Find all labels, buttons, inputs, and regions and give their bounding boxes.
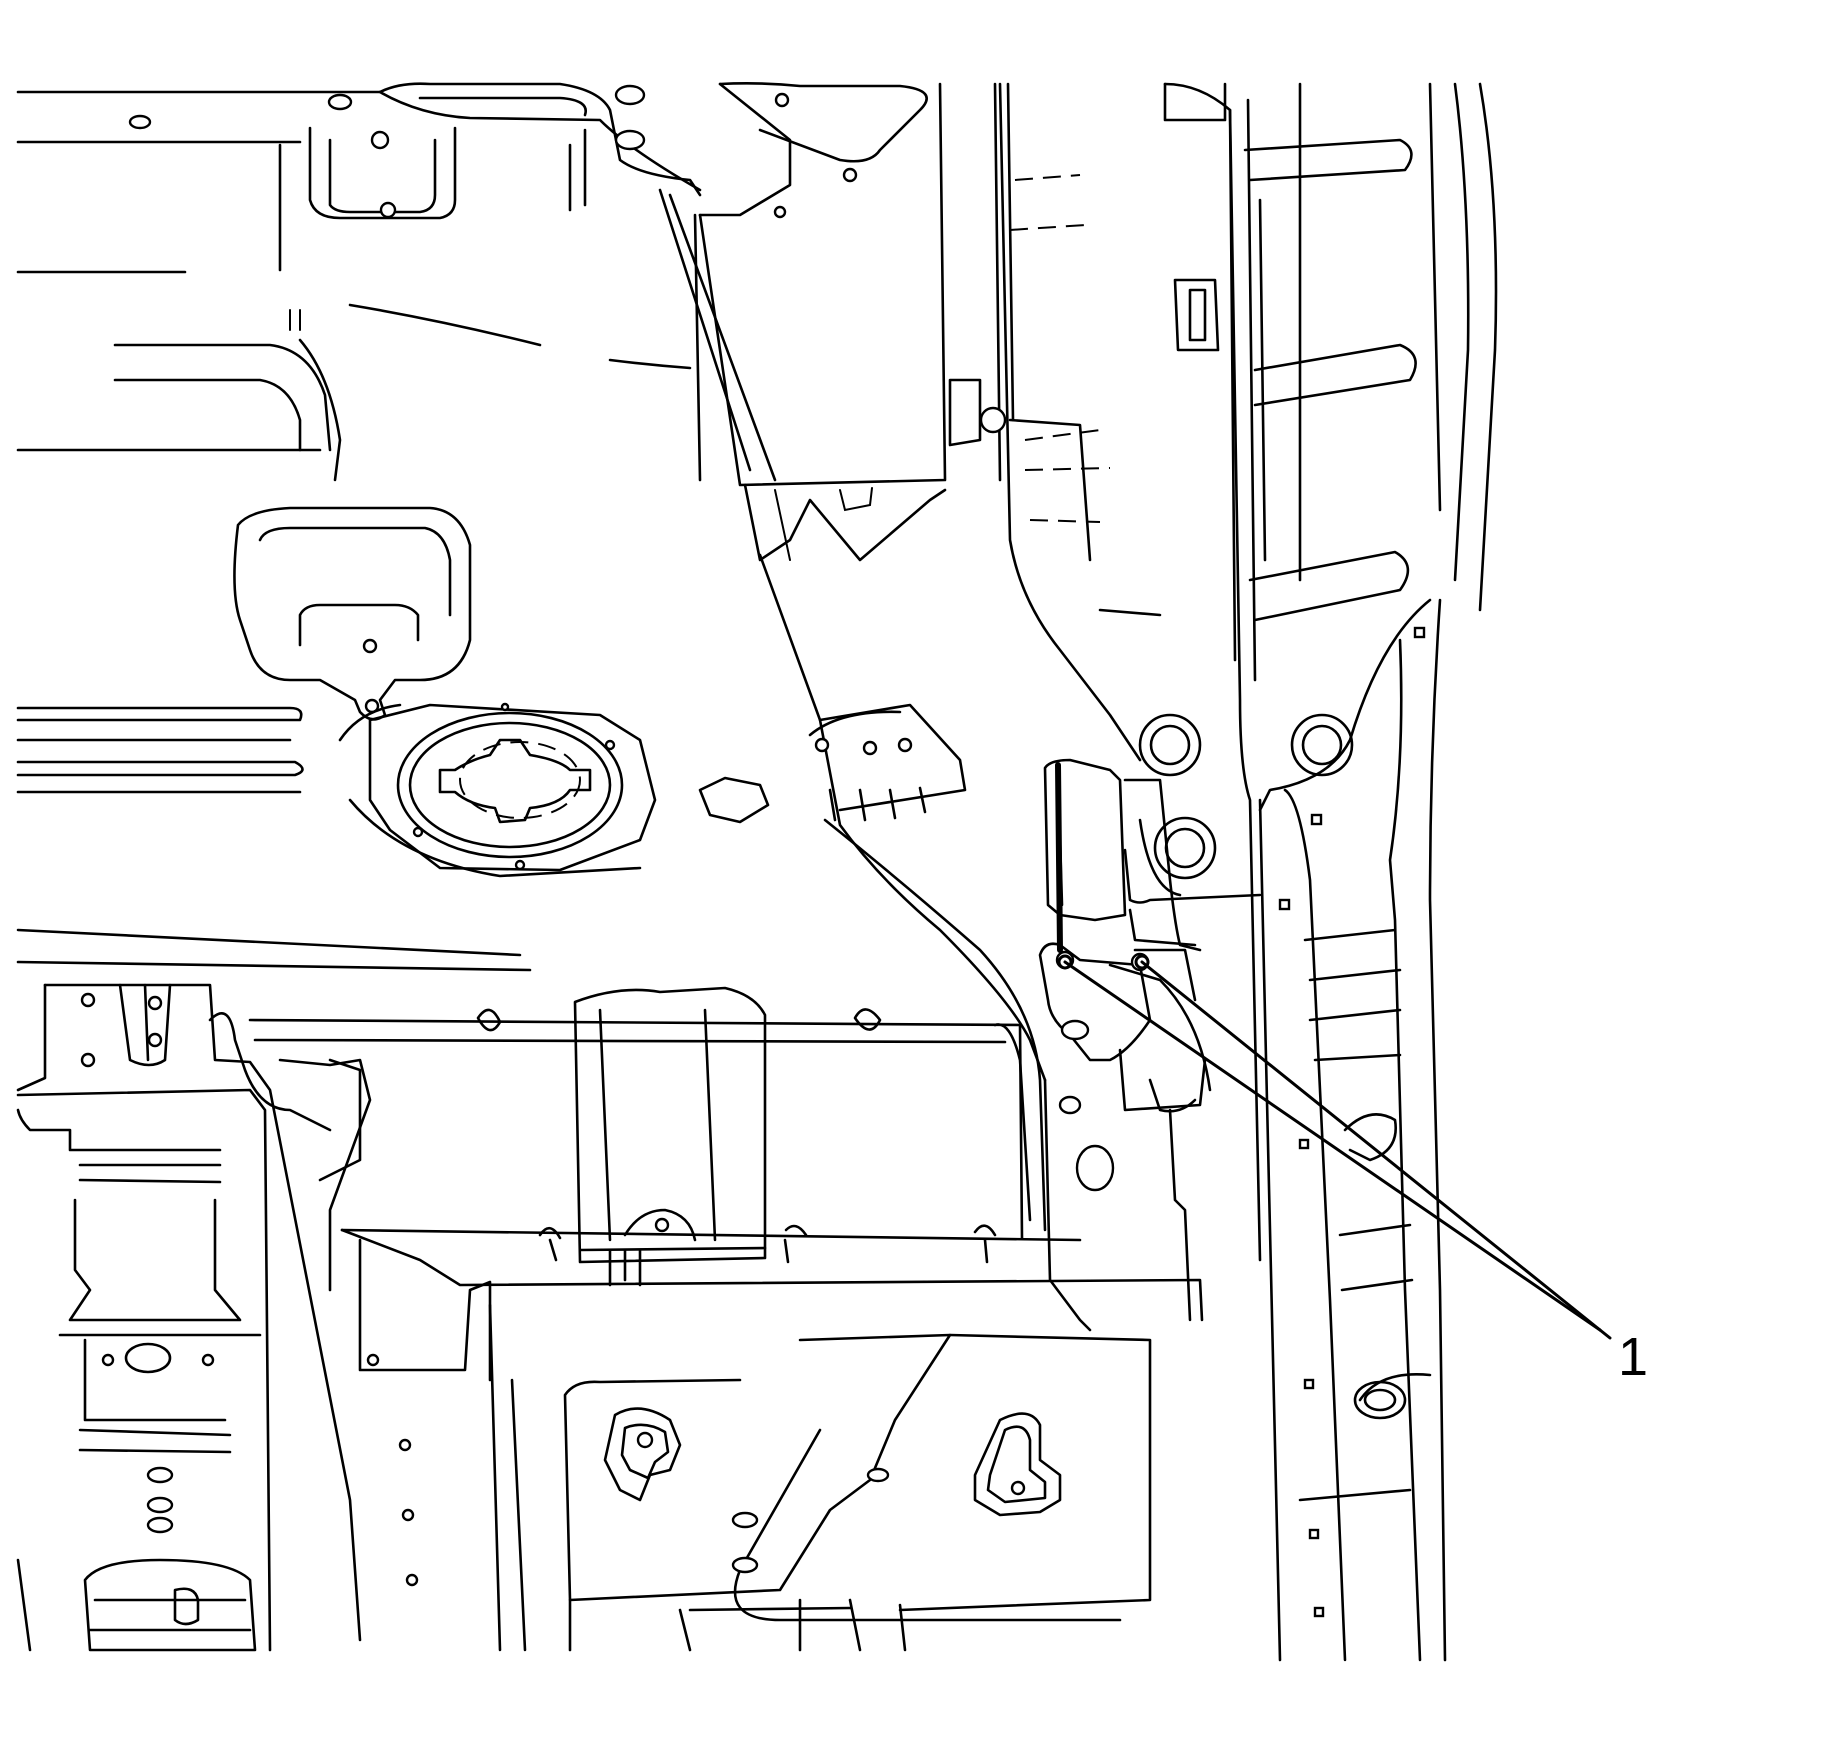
center-frame-rail xyxy=(658,82,1015,562)
callout-label-1: 1 xyxy=(1618,1327,1648,1387)
left-floor-pan xyxy=(16,128,692,482)
left-hanger-bracket xyxy=(233,506,472,721)
upper-cross-member xyxy=(16,82,702,220)
rear-cross-member xyxy=(248,986,1204,1382)
lower-left-rail xyxy=(16,928,532,1652)
right-rocker-panel xyxy=(998,82,1498,1662)
spare-tire-well xyxy=(16,702,770,878)
center-tunnel xyxy=(758,553,1047,1232)
callout-1-leader xyxy=(1057,954,1612,1340)
lower-floor-tie-downs xyxy=(366,1303,1152,1652)
